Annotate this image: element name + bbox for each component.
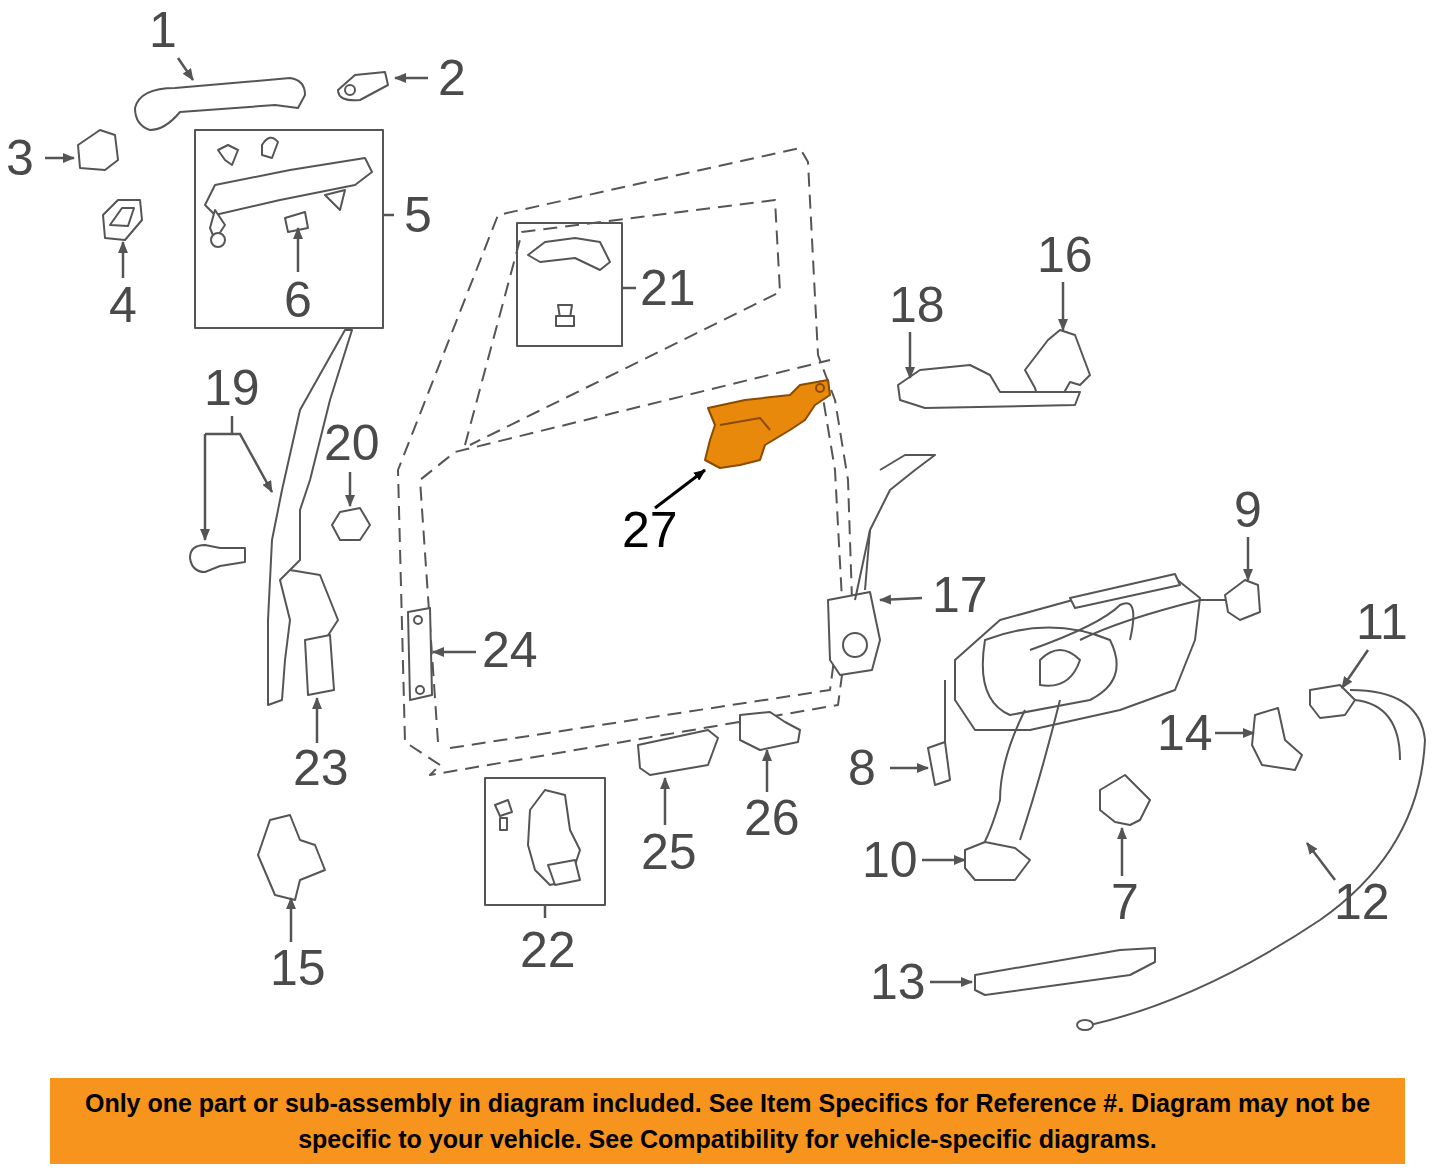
callout-number: 17: [932, 570, 988, 620]
callout-number: 4: [109, 280, 137, 330]
callout-number: 3: [6, 133, 34, 183]
callout-number: 21: [640, 263, 696, 313]
callout-number: 27: [622, 505, 678, 555]
callout-number: 25: [641, 827, 697, 877]
callout-number: 14: [1157, 708, 1213, 758]
callout-number: 15: [270, 943, 326, 993]
notice-banner: Only one part or sub-assembly in diagram…: [50, 1078, 1405, 1164]
callout-number: 12: [1334, 877, 1390, 927]
callout-number: 22: [520, 925, 576, 975]
callout-number: 8: [848, 743, 876, 793]
callout-number: 24: [482, 625, 538, 675]
callout-number: 11: [1356, 597, 1408, 647]
callout-number: 20: [324, 418, 380, 468]
callout-number: 16: [1037, 230, 1093, 280]
callout-number: 2: [438, 53, 466, 103]
callout-number: 13: [870, 957, 926, 1007]
callout-number: 6: [284, 275, 312, 325]
callout-number: 26: [744, 793, 800, 843]
callout-number: 7: [1111, 877, 1139, 927]
callout-number: 23: [293, 743, 349, 793]
callout-number: 5: [404, 190, 432, 240]
notice-text: Only one part or sub-assembly in diagram…: [66, 1085, 1389, 1158]
callout-number: 19: [204, 363, 260, 413]
callout-number: 10: [862, 835, 918, 885]
callout-number: 1: [149, 5, 177, 55]
callout-number: 18: [889, 280, 945, 330]
callout-number: 9: [1234, 485, 1262, 535]
